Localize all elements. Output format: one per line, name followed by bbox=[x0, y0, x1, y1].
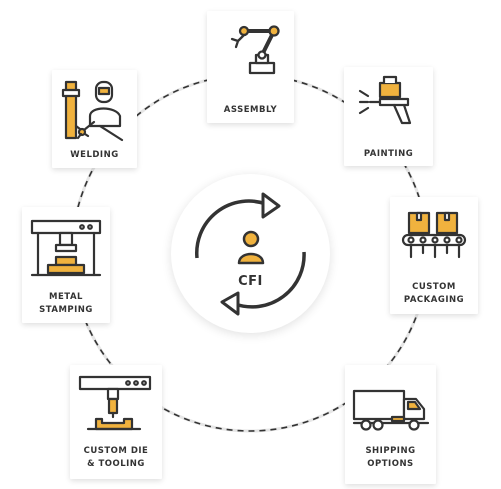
robot-arm-icon bbox=[230, 25, 280, 75]
person-icon bbox=[237, 230, 265, 265]
node-label: PAINTING bbox=[363, 149, 414, 159]
node-assembly: ASSEMBLY bbox=[207, 11, 294, 123]
node-label: ASSEMBLY bbox=[223, 105, 278, 115]
cfi-hub: CFI bbox=[171, 174, 330, 333]
truck-icon bbox=[352, 389, 430, 431]
welder-icon bbox=[61, 80, 124, 142]
node-painting: PAINTING bbox=[344, 67, 433, 166]
mill-tool-icon bbox=[78, 375, 152, 431]
node-label: WELDING bbox=[70, 150, 119, 160]
spray-gun-icon bbox=[358, 75, 412, 125]
hub-label: CFI bbox=[238, 274, 263, 289]
node-label: CUSTOM DIE& TOOLING bbox=[83, 446, 149, 469]
node-welding: WELDING bbox=[52, 70, 137, 168]
press-icon bbox=[30, 219, 102, 277]
cycle-arrows-icon bbox=[195, 192, 306, 316]
conveyor-boxes-icon bbox=[401, 211, 467, 259]
node-die-tooling: CUSTOM DIE& TOOLING bbox=[70, 365, 162, 479]
